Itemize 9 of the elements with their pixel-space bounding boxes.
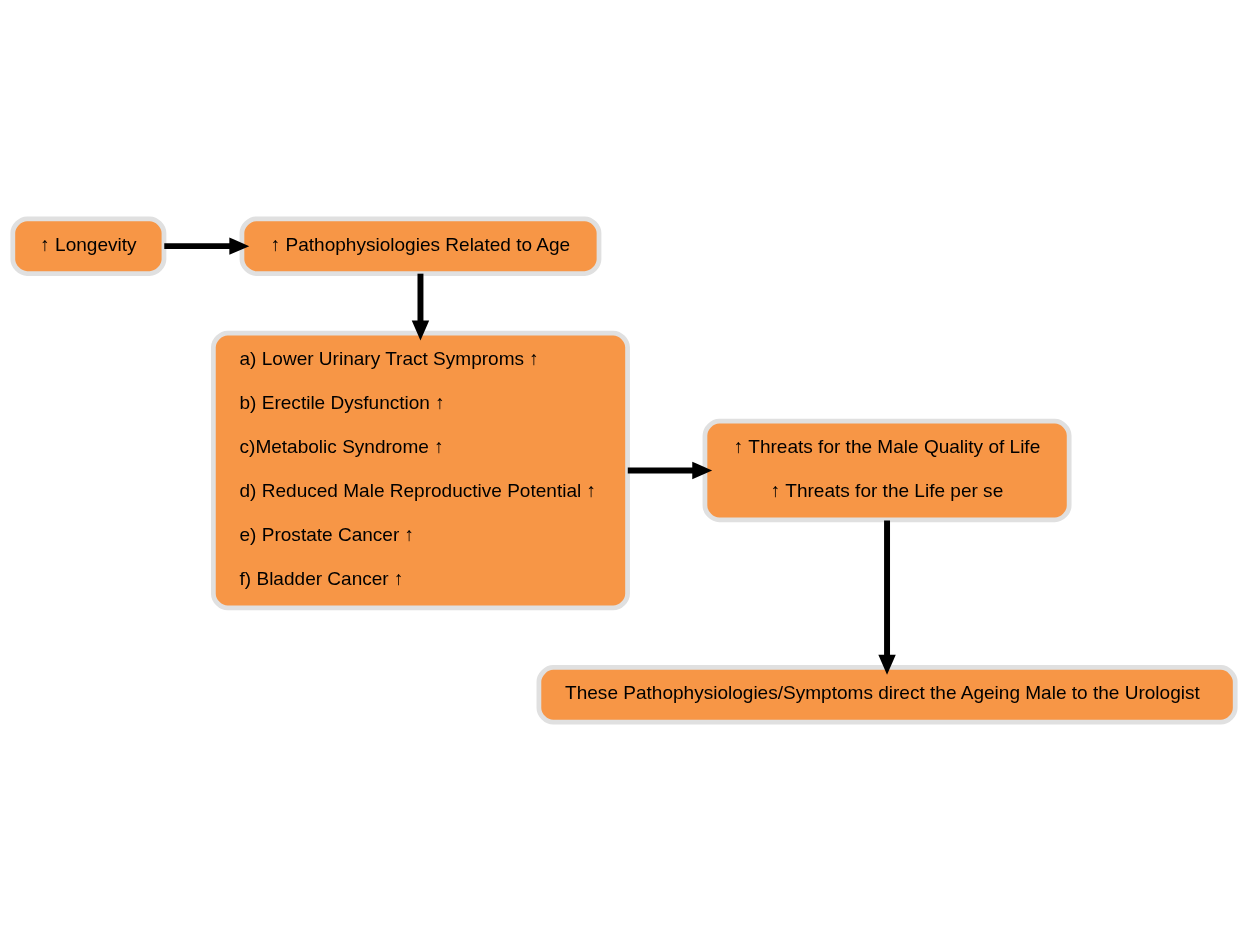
node-box: These Pathophysiologies/Symptoms direct the Ageing Male to the Urologist — [536, 665, 1238, 725]
arrow — [878, 520, 896, 675]
node-box: ↑ Longevity — [10, 216, 167, 276]
node-box: ↑ Pathophysiologies Related to Age — [239, 216, 602, 276]
arrow — [627, 461, 713, 480]
arrow — [411, 273, 430, 341]
node-box: ↑ Threats for the Male Quality of Life ↑ Threats for the Life per se — [702, 418, 1072, 523]
arrow — [164, 237, 250, 255]
node-box: a) Lower Urinary Tract Symproms ↑ b) Erectile Dysfunction ↑ c)Metabolic Syndrome ↑ d) Reduced Male Reproductive Potential ↑ e) Prostate Cancer ↑ f) Bladder Cancer ↑ — [211, 330, 630, 611]
